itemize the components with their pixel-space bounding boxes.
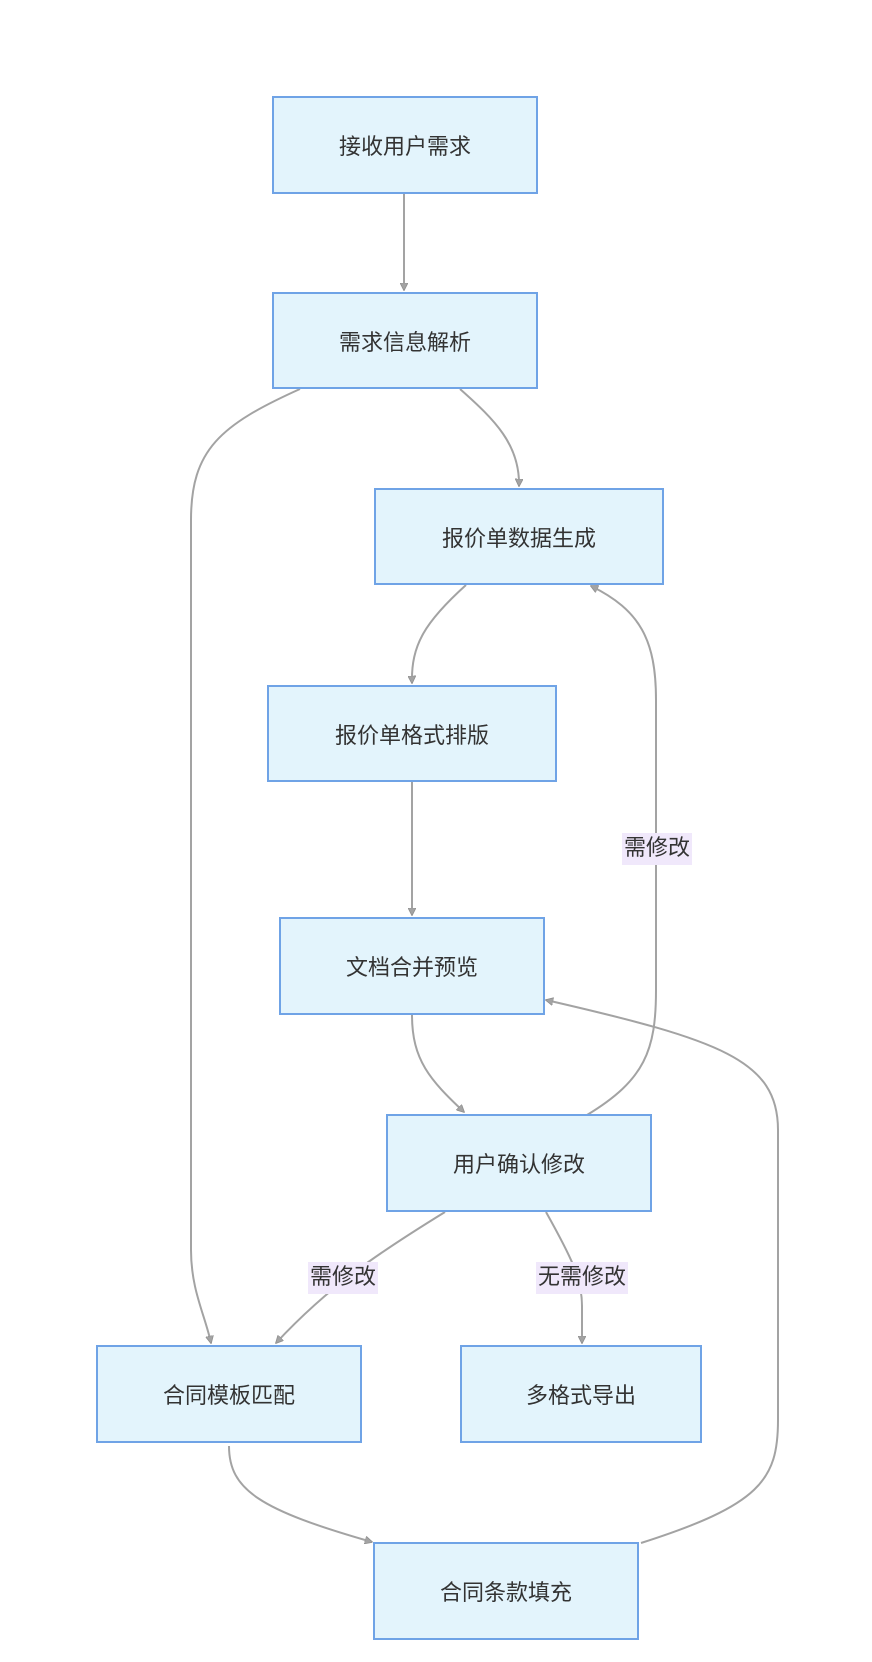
node-label: 用户确认修改 — [452, 1153, 585, 1178]
edge-parse-to-contract-match — [190, 388, 301, 1343]
node-parse-requirement[interactable]: 需求信息解析 — [272, 292, 538, 389]
node-document-merge-preview[interactable]: 文档合并预览 — [279, 917, 545, 1015]
edge-parse-to-quote-data — [459, 388, 519, 486]
node-quote-data-generation[interactable]: 报价单数据生成 — [374, 488, 664, 585]
node-label: 报价单数据生成 — [441, 526, 596, 552]
node-contract-template-match[interactable]: 合同模板匹配 — [96, 1345, 362, 1443]
edge-label-confirm-to-contract: 需修改 — [307, 1262, 379, 1294]
node-user-confirm-modify[interactable]: 用户确认修改 — [386, 1114, 652, 1212]
edge-merge-preview-to-confirm — [411, 1014, 464, 1112]
edge-label-confirm-to-quote: 需修改 — [621, 833, 693, 865]
edge-label-confirm-to-export: 无需修改 — [535, 1262, 629, 1294]
node-label: 需求信息解析 — [338, 330, 471, 356]
node-quote-format-layout[interactable]: 报价单格式排版 — [267, 685, 557, 782]
edge-quote-data-to-quote-format — [412, 584, 467, 683]
edge-contract-fill-to-merge-preview — [546, 1000, 779, 1544]
edge-contract-match-to-contract-fill — [228, 1445, 372, 1542]
node-receive-requirement[interactable]: 接收用户需求 — [272, 96, 538, 194]
node-label: 多格式导出 — [525, 1384, 636, 1409]
node-multi-format-export[interactable]: 多格式导出 — [460, 1345, 702, 1443]
node-label: 报价单格式排版 — [334, 723, 489, 749]
node-contract-clause-fill[interactable]: 合同条款填充 — [373, 1542, 639, 1640]
node-label: 合同条款填充 — [439, 1581, 572, 1606]
node-label: 接收用户需求 — [338, 135, 471, 160]
node-label: 文档合并预览 — [345, 956, 478, 981]
node-label: 合同模板匹配 — [162, 1384, 295, 1409]
